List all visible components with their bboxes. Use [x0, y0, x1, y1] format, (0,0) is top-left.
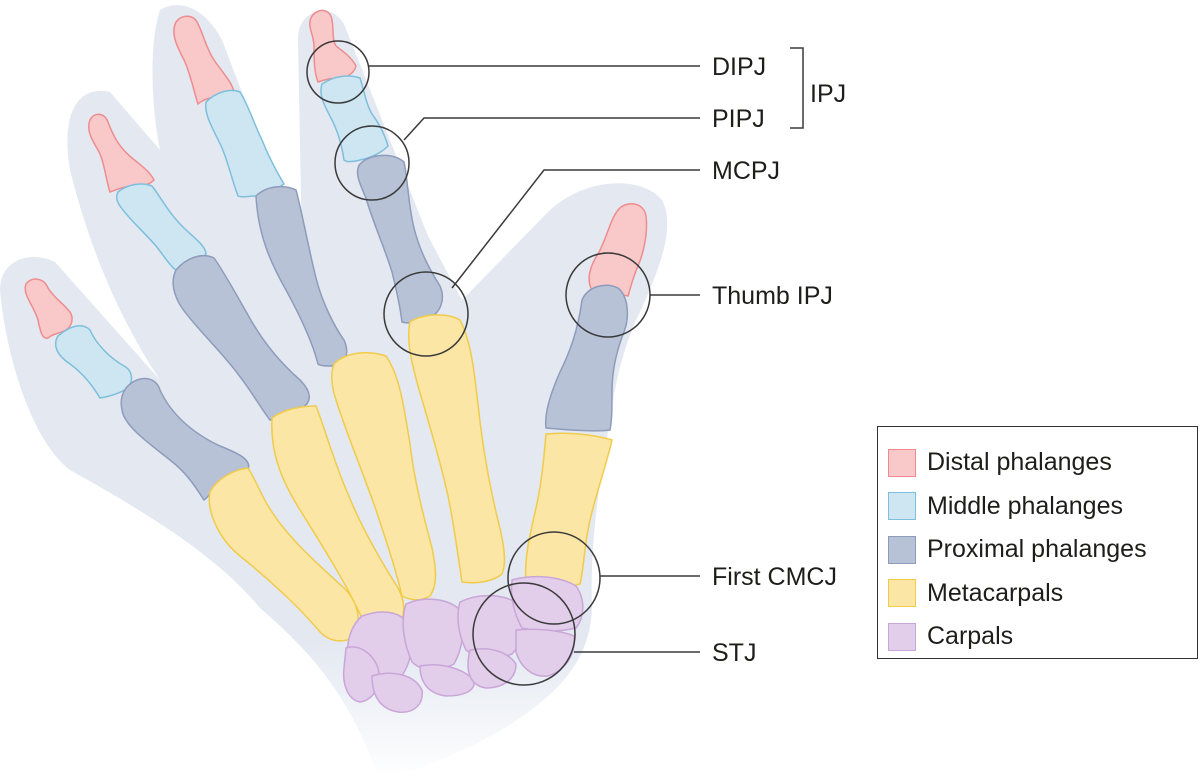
distal-phalanx-index — [309, 9, 357, 83]
leader-lines — [369, 47, 804, 653]
distal-phalanges-swatch — [888, 448, 916, 477]
dipj-label: DIPJ — [712, 53, 766, 81]
middle-phalanges-swatch — [888, 492, 916, 521]
legend-label: Distal phalanges — [927, 448, 1112, 477]
mcpj-circle — [383, 271, 469, 357]
metacarpals-swatch — [888, 579, 916, 608]
legend-item-distal: Distal phalanges — [888, 441, 1197, 485]
carpals-swatch — [888, 622, 916, 651]
thumb-ipj-label: Thumb IPJ — [712, 282, 833, 310]
first-cmcj-circle — [507, 531, 601, 625]
middle-phalanx-index — [320, 75, 389, 163]
legend-item-middle: Middle phalanges — [888, 485, 1197, 529]
ipj-label: IPJ — [810, 80, 846, 108]
proximal-phalanx-thumb — [544, 284, 629, 432]
metacarpal-thumb — [524, 432, 613, 587]
pipj-label: PIPJ — [712, 105, 765, 133]
metacarpal-index — [407, 314, 506, 584]
stj-label: STJ — [712, 639, 756, 667]
legend-item-metacarpals: Metacarpals — [888, 572, 1197, 616]
legend-item-proximal: Proximal phalanges — [888, 528, 1197, 572]
legend-label: Middle phalanges — [927, 491, 1123, 520]
metacarpal-middle — [331, 351, 437, 601]
legend-label: Metacarpals — [927, 578, 1064, 607]
dipj-circle — [306, 40, 370, 104]
metacarpal-little — [208, 467, 359, 642]
first-cmcj-label: First CMCJ — [712, 563, 837, 591]
proximal-phalanges-swatch — [888, 535, 916, 564]
legend-label: Carpals — [927, 622, 1014, 651]
pipj-circle — [334, 125, 410, 201]
mcpj-label: MCPJ — [712, 157, 780, 185]
stj-circle — [472, 582, 576, 686]
legend-item-carpals: Carpals — [888, 615, 1197, 659]
legend-label: Proximal phalanges — [927, 535, 1147, 564]
legend: Distal phalanges Middle phalanges Proxim… — [877, 426, 1198, 659]
